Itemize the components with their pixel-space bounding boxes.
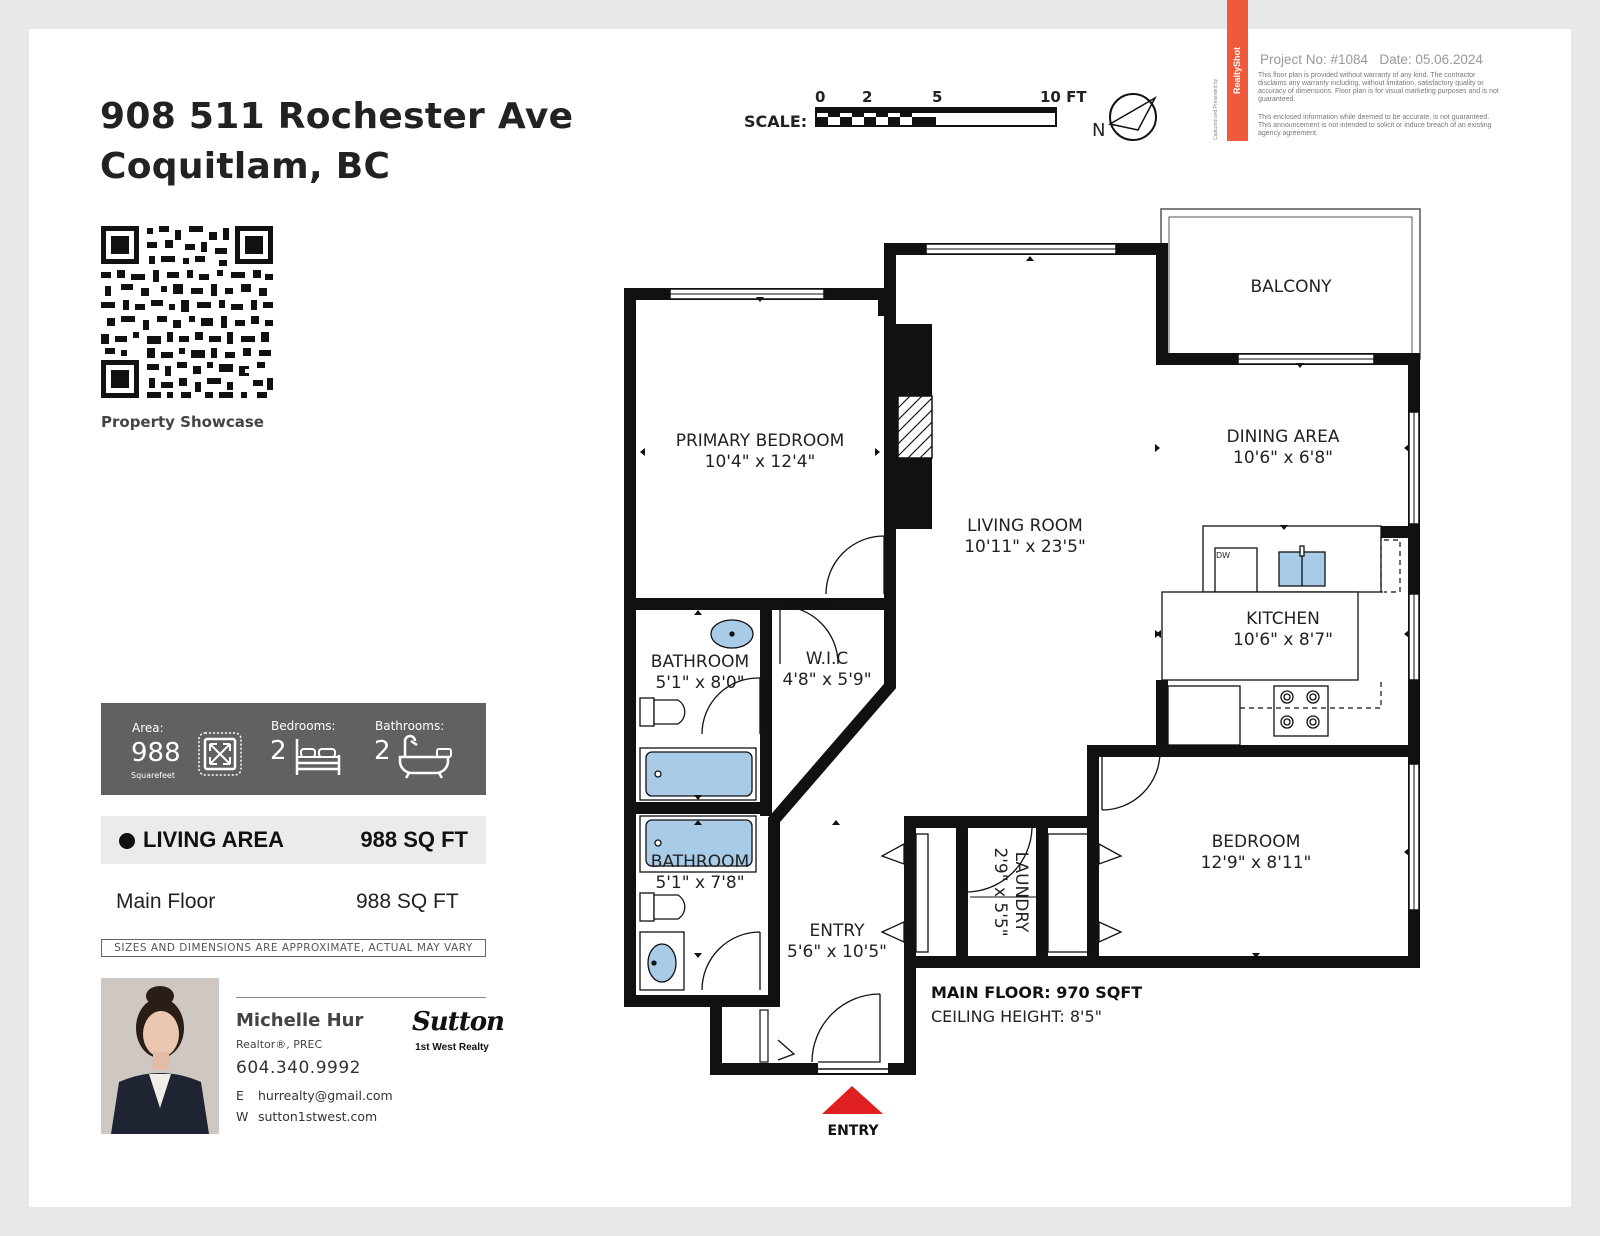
balcony-label: BALCONY <box>1250 277 1332 297</box>
area-value: 988 <box>131 738 181 768</box>
scale-bar: SCALE: 0 2 5 10 FT N <box>744 88 1157 141</box>
scale-tick-5: 5 <box>932 88 942 106</box>
brokerage-name: Sutton <box>412 1007 505 1037</box>
bullet-dot <box>119 833 135 849</box>
brokerage-office: 1st West Realty <box>415 1042 489 1053</box>
bathroom2-dims: 5'1" x 7'8" <box>655 873 744 893</box>
bed-icon <box>295 739 341 775</box>
bathroom1-name: BATHROOM <box>651 652 749 672</box>
primary-bedroom-name: PRIMARY BEDROOM <box>676 431 845 451</box>
scale-tick-0: 0 <box>815 88 825 106</box>
scale-tick-10: 10 FT <box>1040 88 1087 106</box>
expand-area-icon <box>198 732 242 776</box>
accuracy-disclaimer: This enclosed information while deemed t… <box>1258 114 1492 137</box>
area-label: Area: <box>132 721 164 735</box>
email-key: E <box>236 1088 244 1103</box>
agent-website[interactable]: sutton1stwest.com <box>258 1109 378 1124</box>
agent-divider <box>236 997 486 998</box>
bedroom-name: BEDROOM <box>1212 832 1301 852</box>
address-line-2: Coquitlam, BC <box>100 146 391 187</box>
size-disclaimer: SIZES AND DIMENSIONS ARE APPROXIMATE, AC… <box>101 939 486 957</box>
kitchen-name: KITCHEN <box>1246 609 1320 629</box>
living-area-value: 988 SQ FT <box>360 827 468 852</box>
wic-dims: 4'8" x 5'9" <box>782 670 871 690</box>
area-unit: Squarefeet <box>131 771 175 780</box>
qr-code[interactable] <box>101 226 273 398</box>
bathtub-icon <box>398 734 452 779</box>
bedroom-dims: 12'9" x 8'11" <box>1201 853 1312 873</box>
north-label: N <box>1092 120 1105 141</box>
scale-label: SCALE: <box>744 112 807 131</box>
living-room-name: LIVING ROOM <box>967 516 1083 536</box>
bathrooms-label: Bathrooms: <box>375 719 445 733</box>
kitchen-dims: 10'6" x 8'7" <box>1233 630 1333 650</box>
laundry-dims: 2'9" x 5'5" <box>990 847 1010 936</box>
bedrooms-value: 2 <box>270 736 287 766</box>
wic-name: W.I.C <box>806 649 849 669</box>
bathroom1-dims: 5'1" x 8'0" <box>655 673 744 693</box>
scale-tick-2: 2 <box>862 88 872 106</box>
living-room-dims: 10'11" x 23'5" <box>964 537 1086 557</box>
project-number: Project No: #1084 <box>1260 52 1369 67</box>
laundry-name: LAUNDRY <box>1011 852 1031 933</box>
main-floor-label: Main Floor <box>116 890 216 913</box>
living-area-label: LIVING AREA <box>143 827 284 852</box>
entry-arrow-icon <box>822 1086 883 1114</box>
entry-room-name: ENTRY <box>810 921 866 941</box>
bedrooms-label: Bedrooms: <box>271 719 336 733</box>
web-key: W <box>236 1109 249 1124</box>
bathroom2-name: BATHROOM <box>651 852 749 872</box>
realtyshot-banner <box>1227 0 1248 141</box>
dishwasher-label: DW <box>1216 551 1230 560</box>
qr-caption: Property Showcase <box>101 413 264 431</box>
agent-name: Michelle Hur <box>236 1010 364 1031</box>
primary-bedroom-dims: 10'4" x 12'4" <box>705 452 816 472</box>
dining-area-name: DINING AREA <box>1227 427 1340 447</box>
address-line-1: 908 511 Rochester Ave <box>100 96 574 137</box>
bathrooms-value: 2 <box>374 736 391 766</box>
compass-icon <box>1107 93 1157 141</box>
brokerage-logo: Sutton 1st West Realty <box>412 1007 505 1064</box>
agent-email[interactable]: hurrealty@gmail.com <box>258 1088 393 1103</box>
entry-marker-label: ENTRY <box>828 1123 880 1139</box>
entry-room-dims: 5'6" x 10'5" <box>787 942 887 962</box>
agent-photo <box>101 978 219 1134</box>
dining-area-dims: 10'6" x 6'8" <box>1233 448 1333 468</box>
project-date: Date: 05.06.2024 <box>1379 52 1483 67</box>
project-info: Project No: #1084 Date: 05.06.2024 <box>1260 52 1483 67</box>
living-area-row: LIVING AREA 988 SQ FT <box>101 816 486 864</box>
agent-title: Realtor®, PREC <box>236 1038 323 1051</box>
main-floor-value: 988 SQ FT <box>356 890 459 913</box>
warranty-disclaimer: This floor plan is provided without warr… <box>1258 72 1499 103</box>
ceiling-height: CEILING HEIGHT: 8'5" <box>931 1007 1102 1026</box>
main-floor-area: MAIN FLOOR: 970 SQFT <box>931 983 1142 1002</box>
stats-box: Area: 988 Squarefeet Bedrooms: 2 Bathroo… <box>101 703 486 795</box>
agent-phone[interactable]: 604.340.9992 <box>236 1058 361 1078</box>
